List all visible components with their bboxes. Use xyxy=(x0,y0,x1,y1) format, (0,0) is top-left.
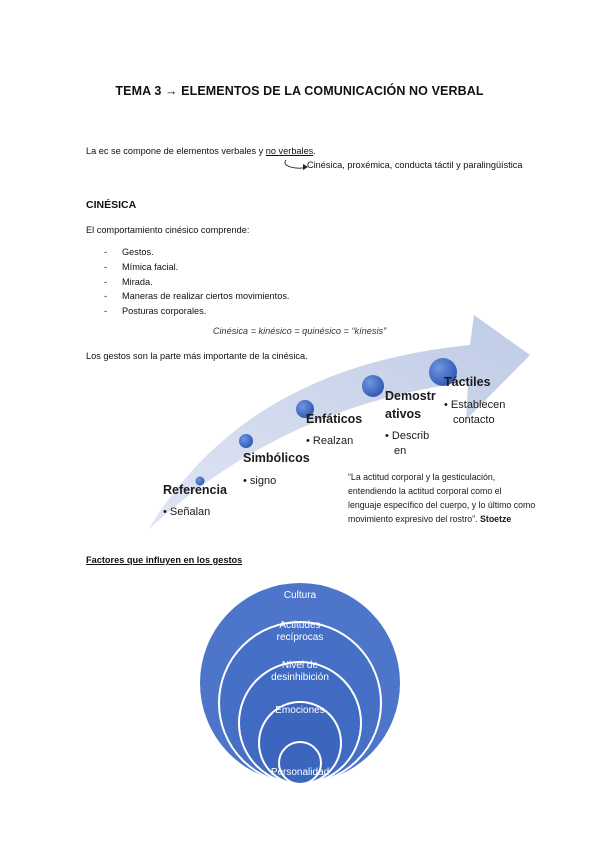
quote-author: Stoetze xyxy=(480,514,512,524)
ring-personalidad xyxy=(278,741,322,785)
intro-subline: Cinésica, proxémica, conducta táctil y p… xyxy=(307,160,523,170)
list-item: Gestos. xyxy=(104,245,289,260)
step-label-simbolicos: Simbólicos xyxy=(243,451,310,465)
bullet-icon: • xyxy=(163,506,167,518)
gestures-line: Los gestos son la parte más importante d… xyxy=(86,351,308,361)
page-title: TEMA 3 → ELEMENTOS DE LA COMUNICACIÓN NO… xyxy=(115,84,484,98)
intro-underlined: no verbales xyxy=(265,146,314,156)
bullet-icon: • xyxy=(243,475,247,487)
step-bullet-enfaticos: • Realzan xyxy=(306,435,354,447)
list-item: Mímica facial. xyxy=(104,260,289,275)
list-item: Posturas corporales. xyxy=(104,304,289,319)
step-node-enfaticos xyxy=(296,400,314,418)
ring-label-cultura: Cultura xyxy=(283,590,317,601)
step-label-tactiles: Táctiles xyxy=(444,375,491,389)
step-node-simbolicos xyxy=(239,434,253,448)
quote-block: “La actitud corporal y la gesticulación,… xyxy=(348,472,536,524)
step-node-demostrativos xyxy=(362,375,384,397)
ring-label-emociones: Emociones xyxy=(275,705,325,716)
bullet-icon: • xyxy=(444,399,448,411)
list-item: Mirada. xyxy=(104,275,289,290)
step-label-referencia: Referencia xyxy=(163,483,227,497)
formula-line: Cinésica = kinésico = quinésico = “kínes… xyxy=(212,326,387,336)
cinesica-lead: El comportamiento cinésico comprende: xyxy=(86,225,250,235)
step-bullet-simbolicos: • signo xyxy=(243,475,277,487)
step-bullet-referencia: • Señalan xyxy=(163,506,211,518)
step-label-enfaticos: Enfáticos xyxy=(306,412,363,426)
bullet-icon: • xyxy=(306,435,310,447)
step-node-referencia xyxy=(195,476,205,486)
cinesica-list: Gestos. Mímica facial. Mirada. Maneras d… xyxy=(104,245,289,319)
factors-title: Factores que influyen en los gestos xyxy=(86,555,243,565)
intro-prefix: La ec se compone de elementos verbales y xyxy=(86,146,266,156)
step-node-tactiles xyxy=(429,358,457,386)
section-heading-cinesica: CINÉSICA xyxy=(86,199,137,211)
bullet-icon: • xyxy=(385,430,389,442)
intro-sentence: La ec se compone de elementos verbales y… xyxy=(86,146,316,156)
intro-suffix: . xyxy=(313,146,316,156)
ring-label-personalidad: Personalidad xyxy=(270,767,330,778)
list-item: Maneras de realizar ciertos movimientos. xyxy=(104,289,289,304)
